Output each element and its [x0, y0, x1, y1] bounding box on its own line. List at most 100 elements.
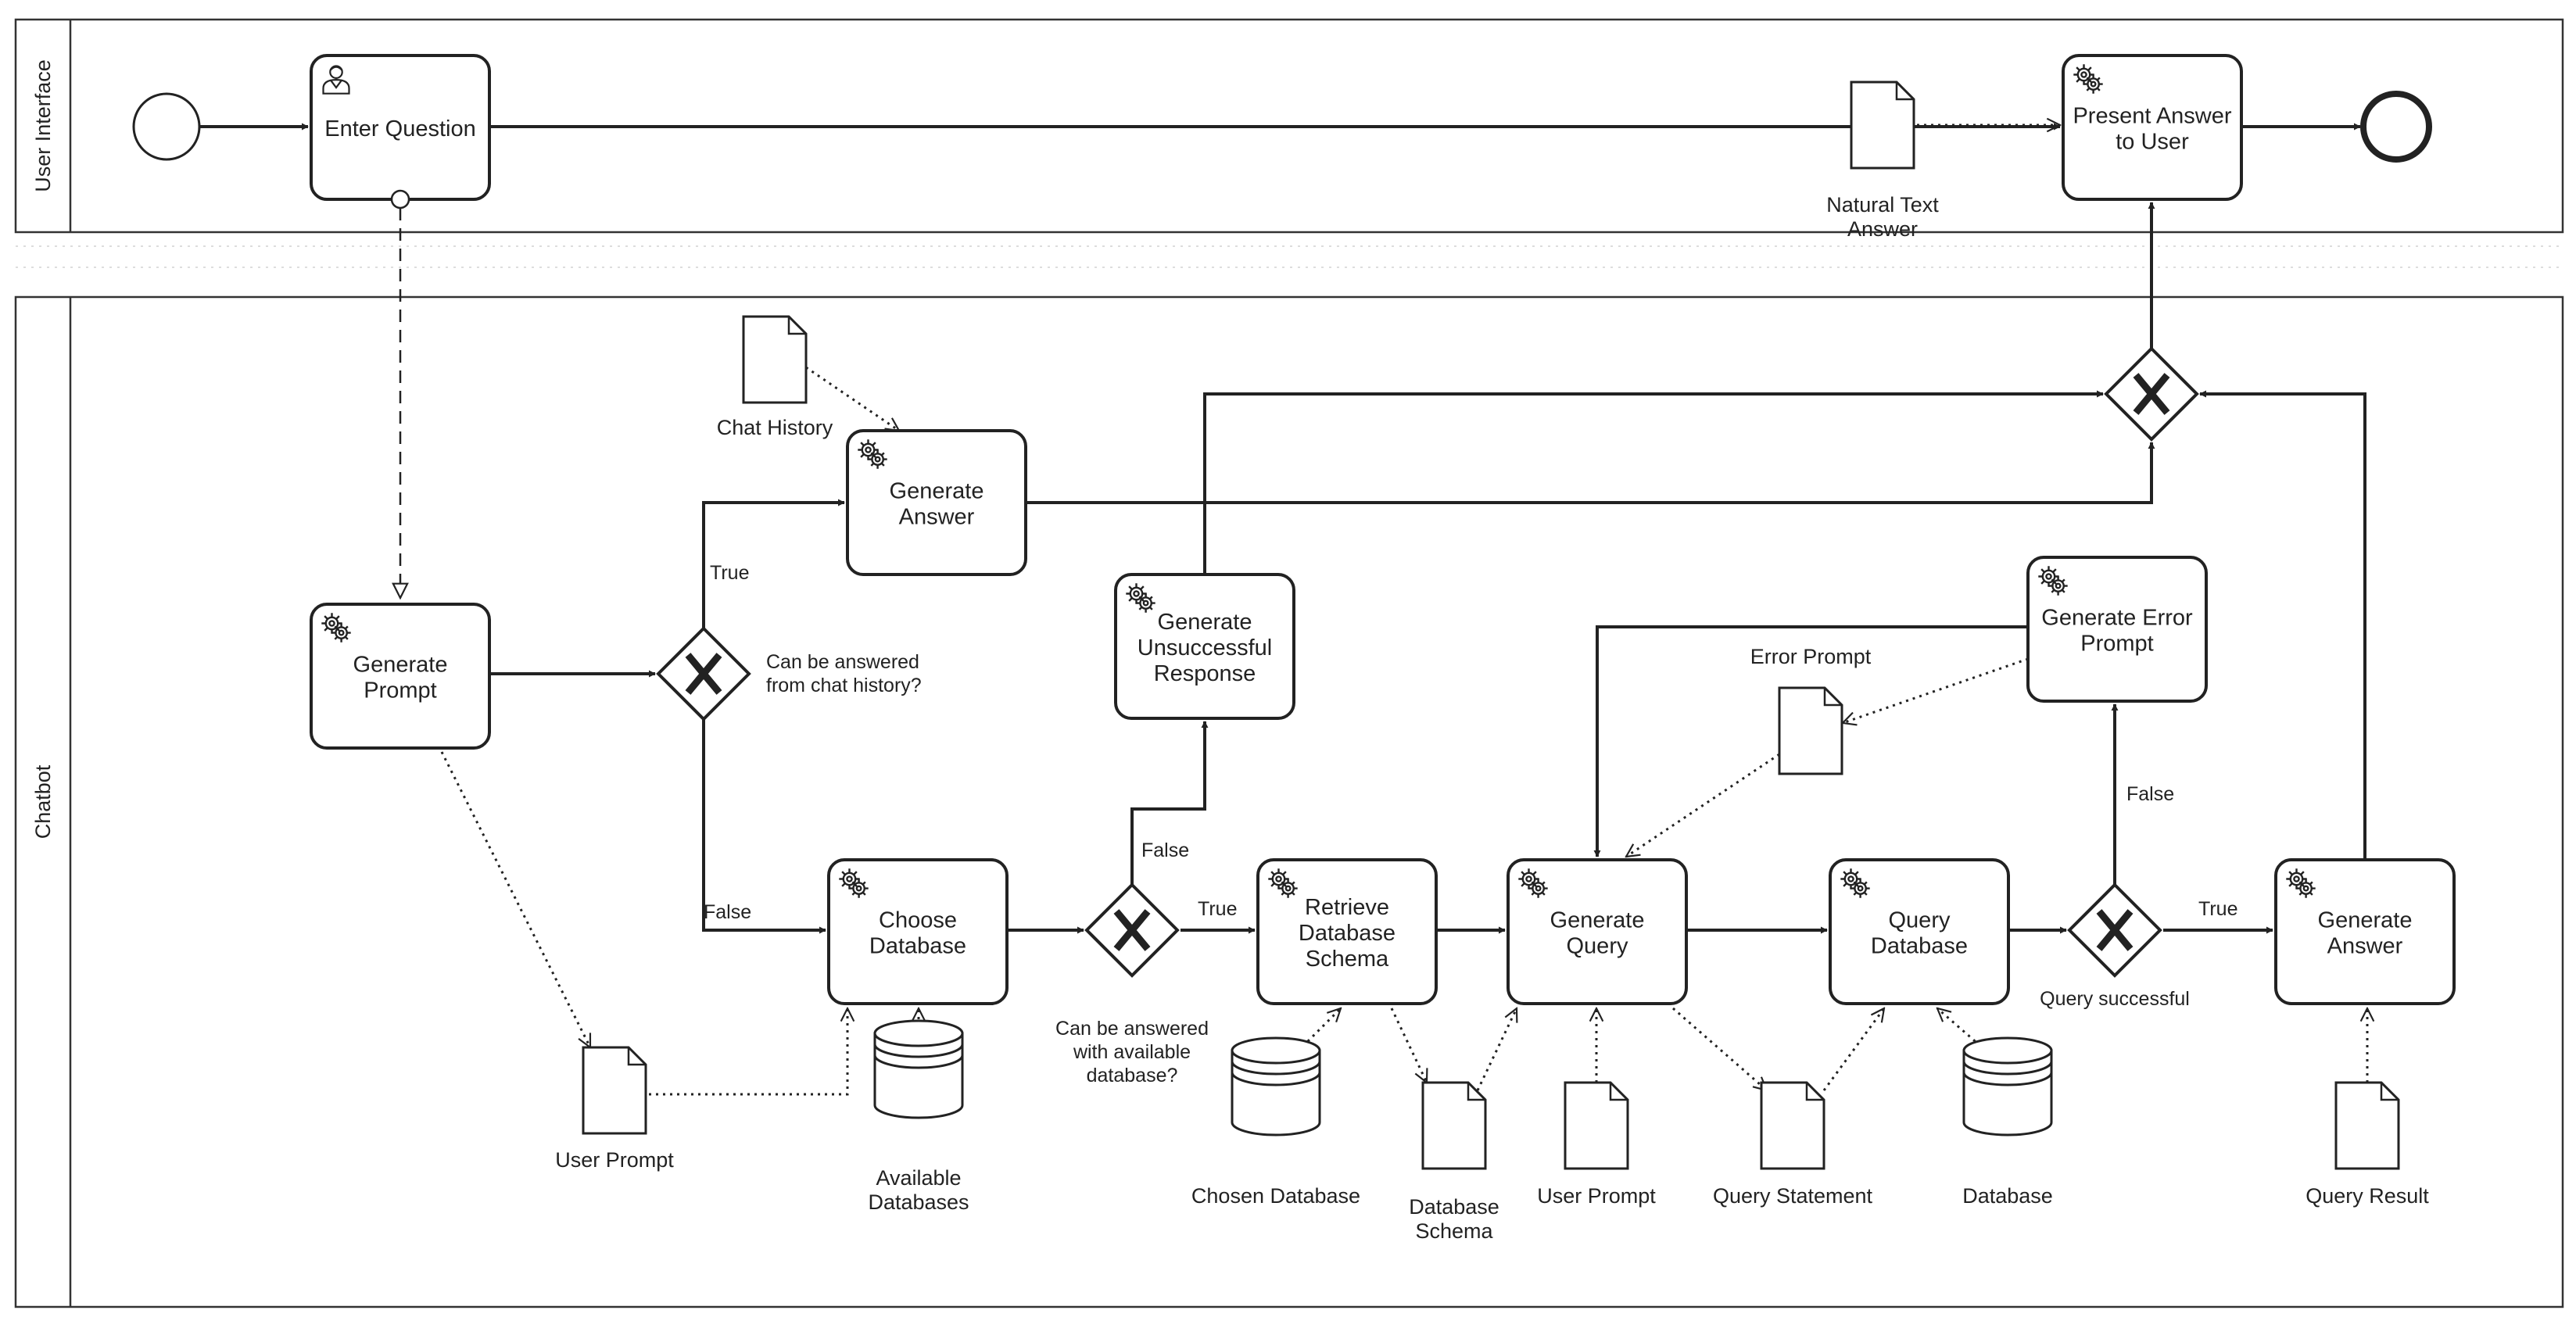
task-label: Present Answer — [2073, 104, 2231, 129]
task-label: Generate — [1550, 908, 1645, 933]
sequence-flow[interactable] — [1130, 721, 1209, 885]
data-association[interactable] — [1626, 753, 1780, 857]
lane-label-chatbot: Chatbot — [31, 764, 55, 839]
data-association[interactable] — [1476, 1008, 1517, 1091]
task-label: Generate — [353, 653, 448, 678]
flow-label-false-1: False — [704, 901, 751, 923]
data-object-database-schema[interactable] — [1421, 1081, 1487, 1170]
exclusive-x-icon — [2096, 909, 2134, 951]
data-association[interactable] — [1390, 1008, 1427, 1083]
flow-label-false-3: False — [2126, 783, 2174, 805]
sequence-flow[interactable] — [702, 719, 826, 934]
task-label: to User — [2116, 130, 2189, 155]
gateway-label: Can be answered — [766, 651, 919, 673]
data-association[interactable] — [1843, 657, 2029, 723]
data-object-query-statement[interactable] — [1760, 1081, 1825, 1170]
data-object-error-prompt[interactable] — [1778, 686, 1843, 775]
task-label: Generate Error — [2041, 606, 2193, 631]
task-label: Choose — [879, 908, 957, 933]
sequence-flow[interactable] — [1593, 625, 2028, 857]
task-label: Retrieve — [1305, 895, 1389, 920]
exclusive-x-icon — [1113, 909, 1151, 951]
task-label: Response — [1154, 661, 1256, 686]
task-label: Enter Question — [324, 116, 475, 141]
data-store-label: Database — [1962, 1184, 2053, 1208]
data-association[interactable] — [1672, 1007, 1767, 1090]
data-object-query-result[interactable] — [2334, 1081, 2400, 1170]
task-label: Database — [1871, 934, 1968, 959]
data-association[interactable] — [440, 751, 592, 1047]
task-label: Prompt — [364, 678, 436, 703]
exclusive-x-icon — [685, 653, 722, 695]
data-association[interactable] — [1296, 1008, 1341, 1053]
lane-chatbot: Chatbot — [14, 295, 2564, 1308]
exclusive-x-icon — [2133, 373, 2170, 415]
data-object-label: User Prompt — [555, 1148, 674, 1172]
task-label: Generate — [2318, 908, 2413, 933]
data-object-user-prompt-1[interactable] — [582, 1046, 647, 1135]
data-store-available-databases[interactable] — [873, 1019, 964, 1119]
task-label: Answer — [2327, 934, 2403, 959]
data-object-label: Schema — [1415, 1219, 1493, 1243]
task-label: Prompt — [2080, 632, 2153, 657]
task-label: Generate — [890, 479, 984, 504]
data-object-label: Natural Text — [1826, 193, 1939, 217]
task-label: Answer — [899, 505, 975, 530]
gateway-label: Can be answered — [1055, 1018, 1209, 1040]
data-store-database[interactable] — [1962, 1036, 2053, 1136]
data-object-label: Database — [1409, 1195, 1499, 1219]
sequence-flow[interactable] — [1026, 442, 2155, 504]
task-enter-question[interactable]: Enter Question — [310, 54, 491, 201]
data-store-label: Chosen Database — [1191, 1184, 1360, 1208]
flow-label-true-2: True — [1198, 898, 1237, 920]
gateway-label: from chat history? — [766, 675, 922, 696]
data-association[interactable] — [649, 1008, 847, 1096]
task-label: Query — [1889, 908, 1951, 933]
sequence-flow[interactable] — [702, 499, 845, 628]
task-label: Database — [869, 934, 966, 959]
task-label: Database — [1299, 921, 1395, 946]
flow-label-true-3: True — [2198, 898, 2237, 920]
end-event[interactable] — [2360, 91, 2432, 163]
sequence-flow[interactable] — [1203, 390, 2104, 575]
data-store-label: Databases — [868, 1190, 969, 1214]
data-object-label: Query Statement — [1713, 1184, 1873, 1208]
data-association[interactable] — [1822, 1008, 1884, 1091]
start-event[interactable] — [132, 92, 201, 161]
task-label: Unsuccessful — [1138, 635, 1272, 660]
data-association[interactable] — [805, 366, 899, 431]
gateway-label: Query successful — [2040, 988, 2190, 1010]
data-object-label: Chat History — [717, 416, 833, 439]
gateway-label: database? — [1087, 1065, 1178, 1086]
data-object-chat-history[interactable] — [742, 315, 808, 404]
gateway-query-ok[interactable] — [2067, 882, 2162, 978]
data-object-user-prompt-2[interactable] — [1564, 1081, 1629, 1170]
data-object-natural-text-answer[interactable] — [1850, 81, 1915, 170]
gateway-chat-history[interactable] — [656, 626, 751, 721]
lane-ui: User Interface — [14, 18, 2564, 234]
gateway-available-db[interactable] — [1084, 882, 1180, 978]
data-object-label: User Prompt — [1537, 1184, 1656, 1208]
task-label: Query — [1567, 934, 1628, 959]
data-store-chosen-database[interactable] — [1231, 1036, 1321, 1136]
flow-label-true-1: True — [710, 562, 749, 584]
message-connector — [390, 189, 410, 209]
gateway-label: with available — [1073, 1041, 1191, 1063]
task-label: Schema — [1306, 947, 1389, 972]
sequence-flow[interactable] — [2199, 390, 2366, 860]
lane-label-ui: User Interface — [31, 59, 55, 192]
data-object-label: Query Result — [2306, 1184, 2429, 1208]
data-store-label: Available — [876, 1166, 961, 1190]
gateway-merge[interactable] — [2104, 346, 2199, 442]
